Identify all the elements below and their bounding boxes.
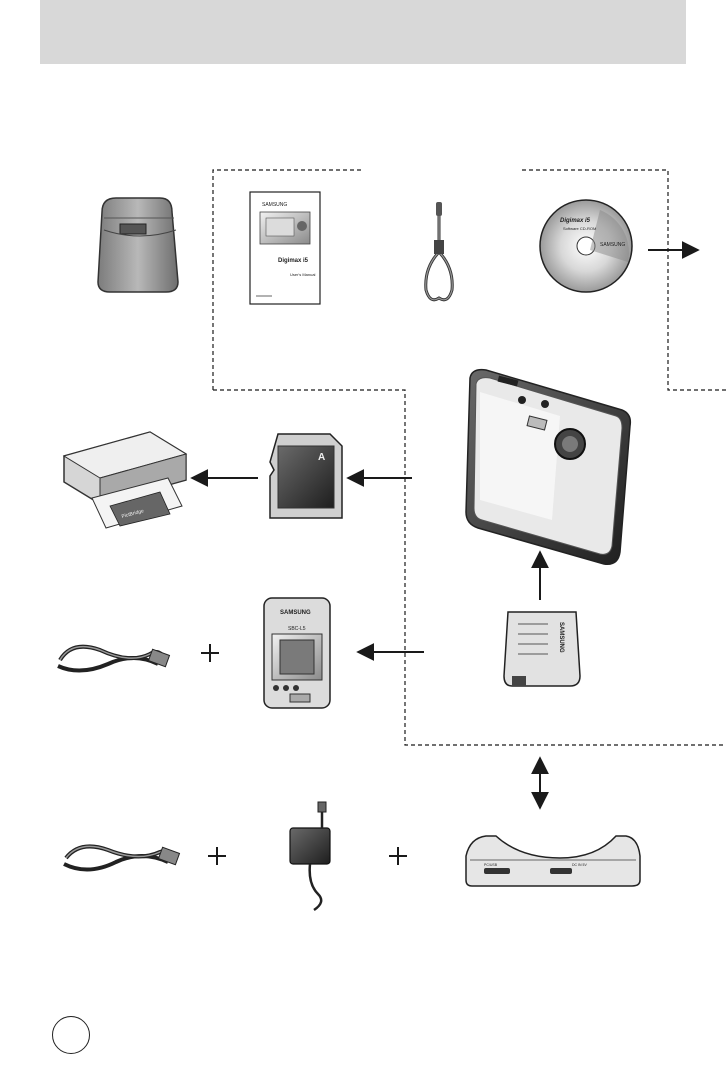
plus-sign-2 — [208, 847, 226, 865]
ac-cord-image — [57, 644, 171, 673]
camera-strap-image — [424, 202, 454, 302]
charger-model: SBC-L5 — [288, 626, 306, 632]
battery-image: SAMSUNG — [503, 611, 581, 687]
cradle-port-right: DC IN 5V — [572, 863, 587, 867]
plus-sign-3 — [389, 847, 407, 865]
cd-title: Digimax i5 — [560, 218, 591, 224]
software-cd-image: Digimax i5 Software CD-ROM SAMSUNG — [539, 199, 633, 293]
plus-sign-1 — [201, 644, 219, 662]
cd-subtitle: Software CD-ROM — [563, 226, 596, 231]
camera-case-image — [97, 197, 179, 293]
cradle-image: PC/USB DC IN 5V — [465, 835, 641, 887]
sd-letter: A — [318, 452, 325, 463]
charger-brand: SAMSUNG — [280, 610, 311, 616]
manual-model: Digimax i5 — [278, 258, 309, 264]
camera-image — [465, 368, 632, 565]
cradle-port-left: PC/USB — [484, 863, 498, 867]
manual-brand: SAMSUNG — [262, 202, 287, 208]
sd-card-image: A — [269, 433, 343, 519]
cd-brand: SAMSUNG — [600, 242, 625, 248]
page-number — [52, 1016, 90, 1054]
dashed-box-main — [213, 389, 726, 746]
battery-charger-image: SAMSUNG SBC-L5 — [263, 597, 331, 709]
dashed-box-top — [212, 169, 726, 391]
printer-paper-label: PictBridge — [121, 508, 145, 520]
printer-image: PictBridge — [62, 431, 188, 529]
battery-brand: SAMSUNG — [558, 622, 564, 653]
ac-adapter-image — [289, 801, 331, 912]
user-manual-image: SAMSUNG Digimax i5 User's Manual — [249, 191, 321, 305]
header-bar — [40, 0, 686, 64]
manual-title: User's Manual — [290, 272, 316, 277]
ac-cord-image-2 — [63, 844, 181, 872]
